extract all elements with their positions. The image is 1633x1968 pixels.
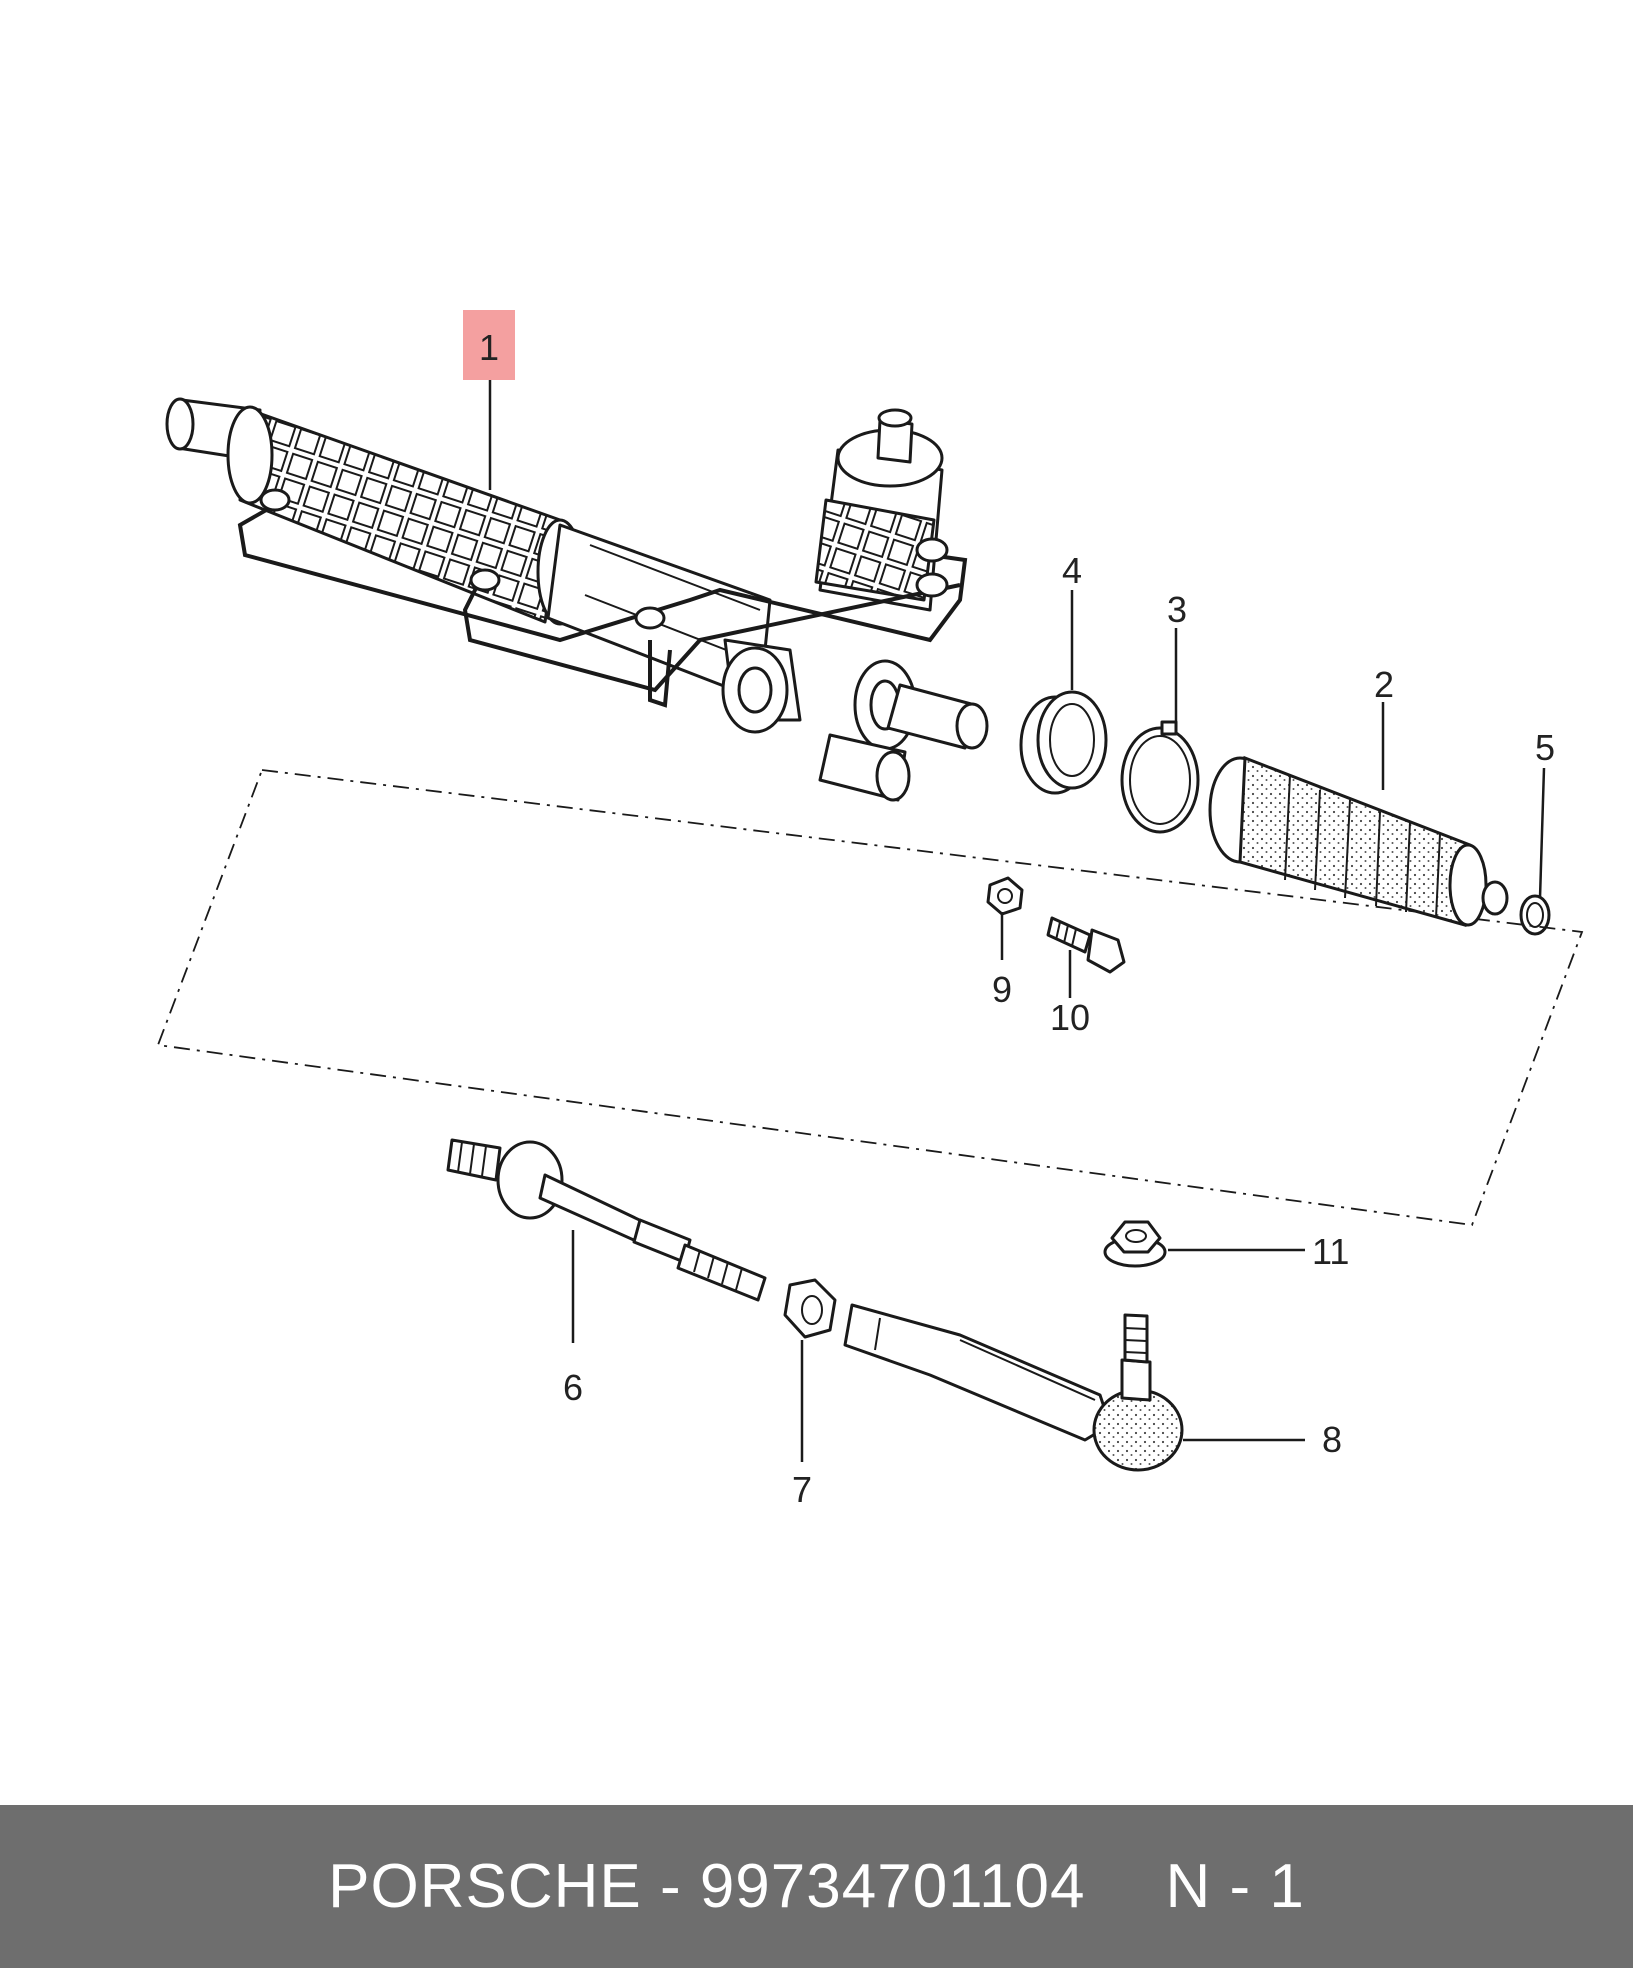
callout-10[interactable]: 10 <box>1050 997 1090 1038</box>
nut-small <box>986 876 1024 916</box>
flange-nut <box>1103 1220 1167 1268</box>
callout-9[interactable]: 9 <box>992 969 1012 1010</box>
callout-4[interactable]: 4 <box>1062 550 1082 591</box>
retaining-ring <box>1019 690 1108 795</box>
callout-3[interactable]: 3 <box>1167 589 1187 630</box>
inner-tie-rod <box>446 1138 767 1302</box>
callout-2[interactable]: 2 <box>1374 664 1394 705</box>
callout-leaders <box>488 378 1546 1462</box>
callout-1-highlight <box>463 310 515 380</box>
outer-tie-rod-end <box>843 1303 1184 1472</box>
lock-nut <box>783 1278 837 1339</box>
callout-5[interactable]: 5 <box>1535 727 1555 768</box>
boot-clamp <box>1120 720 1200 834</box>
callout-7[interactable]: 7 <box>792 1469 812 1510</box>
callout-1[interactable]: 1 <box>479 327 499 368</box>
footer-bar: PORSCHE - 99734701104 N - 1 <box>0 1805 1633 1968</box>
footer-reference: N - 1 <box>1165 1852 1305 1921</box>
bellows-boot <box>1208 755 1509 927</box>
steering-rack-housing <box>165 397 989 802</box>
small-clamp <box>1519 894 1551 936</box>
callout-8[interactable]: 8 <box>1322 1419 1342 1460</box>
parts-diagram: 1 2 3 4 5 6 7 8 9 10 11 <box>156 310 1584 1510</box>
bolt <box>1046 916 1126 974</box>
footer-brand-part-number: PORSCHE - 99734701104 <box>328 1852 1086 1921</box>
callout-6[interactable]: 6 <box>563 1367 583 1408</box>
assembly-outline <box>156 769 1584 1226</box>
callout-11[interactable]: 11 <box>1312 1231 1349 1272</box>
